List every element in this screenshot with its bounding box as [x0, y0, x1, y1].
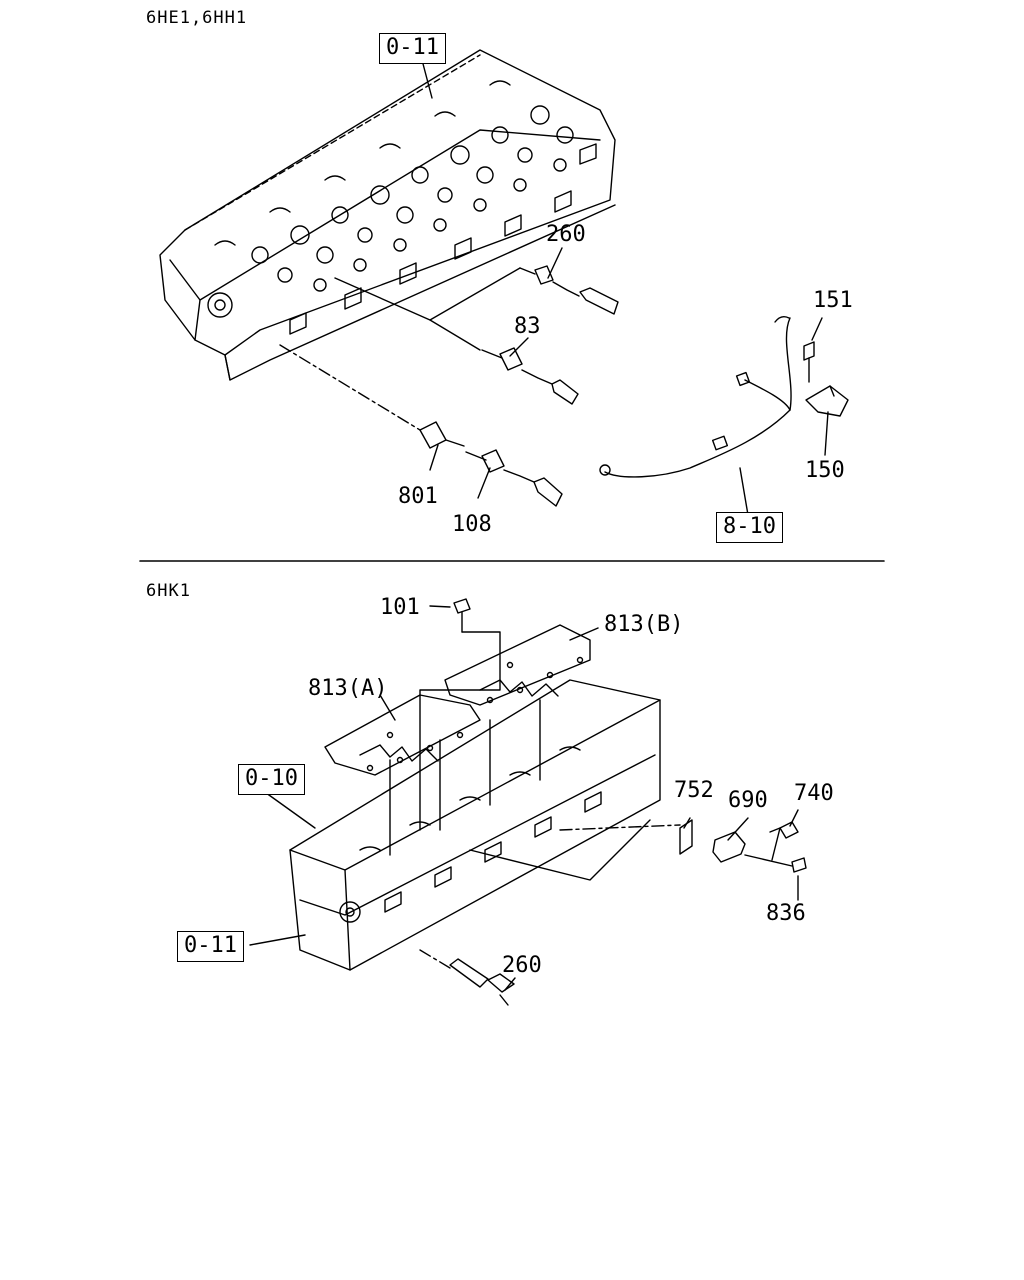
sensor-83 [429, 319, 579, 405]
section-title-top: 6HE1,6HH1 [146, 8, 248, 28]
part-label-752[interactable]: 752 [674, 778, 714, 803]
gasket-813a [324, 694, 481, 776]
ref-box-harness[interactable]: 8-10 [716, 512, 783, 544]
part-label-150[interactable]: 150 [805, 458, 845, 483]
part-label-101[interactable]: 101 [380, 595, 420, 620]
gasket-813b [444, 624, 599, 706]
top-cylinder-head [159, 49, 616, 381]
part-label-151[interactable]: 151 [813, 288, 853, 313]
ref-box-head-top[interactable]: 0-11 [379, 33, 446, 65]
valve-circles [207, 105, 574, 318]
part-label-801[interactable]: 801 [398, 484, 438, 509]
bolt-101 [419, 598, 501, 831]
part-label-260-top[interactable]: 260 [546, 222, 586, 247]
sensor-108 [465, 449, 563, 507]
part-label-740[interactable]: 740 [794, 781, 834, 806]
wire-harness-8-10 [599, 315, 792, 516]
bolt-151 [803, 317, 823, 383]
sensor-801 [419, 421, 465, 471]
ref-box-cover[interactable]: 0-10 [238, 764, 305, 796]
part-label-690[interactable]: 690 [728, 788, 768, 813]
part-label-836[interactable]: 836 [766, 901, 806, 926]
part-label-813a[interactable]: 813(A) [308, 676, 388, 701]
part-label-813b[interactable]: 813(B) [604, 612, 684, 637]
part-label-83[interactable]: 83 [514, 314, 541, 339]
part-label-260-bottom[interactable]: 260 [502, 953, 542, 978]
sensor-260-bottom [419, 949, 516, 1006]
sensor-260-top [334, 247, 619, 321]
section-title-bottom: 6HK1 [146, 581, 191, 601]
bottom-cylinder-head [249, 679, 661, 971]
part-label-108[interactable]: 108 [452, 512, 492, 537]
ref-box-head-bottom[interactable]: 0-11 [177, 931, 244, 963]
sensor-690-assembly [469, 809, 807, 901]
bracket-150 [805, 385, 849, 456]
side-ports [289, 143, 597, 335]
